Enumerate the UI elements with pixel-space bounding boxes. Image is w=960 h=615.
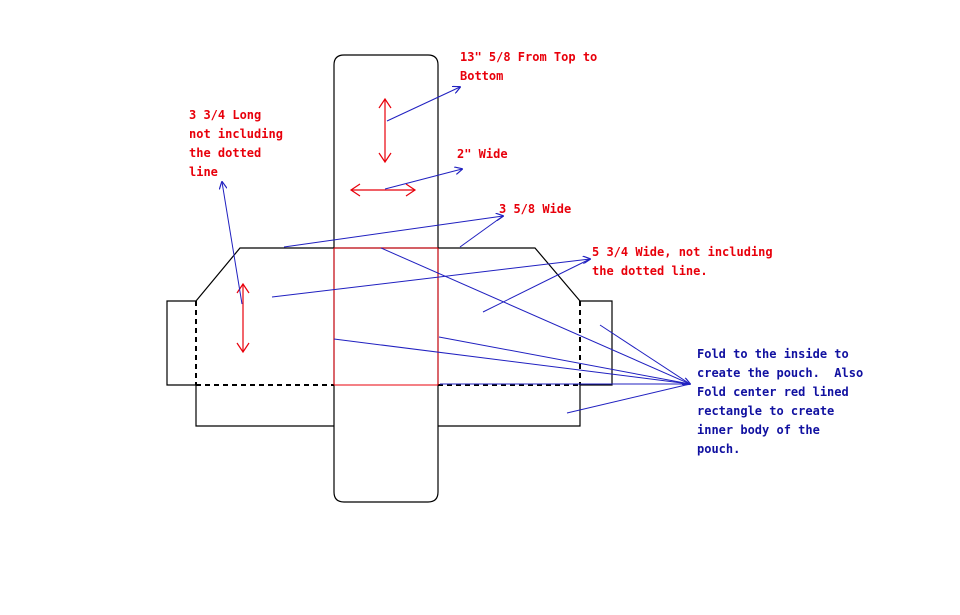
body-top-edge	[195, 247, 581, 302]
body-width-leader-a	[271, 259, 590, 298]
fold-leader-2	[333, 338, 691, 385]
height-leader	[386, 87, 460, 122]
body-width-leader-b	[482, 258, 591, 313]
left-bottom-flap	[195, 385, 334, 427]
strap-width-leader	[384, 169, 462, 190]
fold-leader-1	[380, 247, 690, 384]
center-width-annotation: 3 5/8 Wide	[499, 202, 572, 216]
right-side-tab	[580, 300, 613, 386]
height-dimension-arrow	[378, 97, 392, 164]
center-red-rectangle	[333, 247, 439, 386]
center-width-leader-a	[283, 216, 503, 248]
right-bottom-flap	[438, 385, 581, 427]
strap-width-dimension-arrow	[349, 183, 417, 197]
center-width-leader-b	[459, 215, 504, 248]
dotted-fold-lines	[195, 301, 581, 386]
pattern-outline	[166, 54, 613, 503]
left-side-tab	[166, 300, 196, 386]
leader-lines	[222, 87, 691, 414]
dimension-arrows	[236, 97, 417, 354]
strap-width-annotation: 2" Wide	[457, 147, 508, 161]
fold-leader-3	[438, 336, 691, 385]
fold-leader-5	[599, 324, 691, 385]
flap-length-leader	[222, 182, 243, 305]
flap-length-dimension-arrow	[236, 282, 250, 354]
vertical-strap	[333, 54, 439, 503]
fold-leader-6	[566, 383, 691, 414]
